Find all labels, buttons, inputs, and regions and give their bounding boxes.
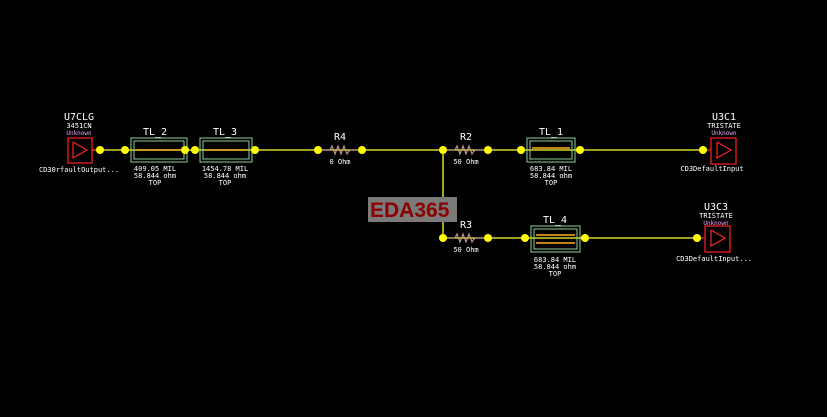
port-u7clg[interactable]: U7CLG 3451CN Unknown CD30rfaultOutput...: [39, 112, 119, 174]
resistor-icon: [445, 144, 486, 156]
node-dot[interactable]: [581, 234, 589, 242]
connection-nodes: [96, 146, 707, 242]
tline-name: TL_1: [539, 127, 563, 138]
resistor-icon: [445, 232, 486, 244]
tline-name: TL_2: [143, 127, 167, 138]
tline-layer: TOP: [149, 179, 162, 187]
node-dot[interactable]: [121, 146, 129, 154]
port-pin: CD30rfaultOutput...: [39, 166, 119, 174]
buffer-triangle-icon: [72, 141, 89, 160]
node-dot[interactable]: [693, 234, 701, 242]
tline-tl1[interactable]: TL_1 683.84 MIL 58.844 ohm TOP: [526, 127, 576, 187]
tline-length: 683.84 MIL: [530, 165, 572, 173]
node-dot[interactable]: [484, 234, 492, 242]
resistor-r4[interactable]: R4 0 Ohm: [320, 132, 360, 166]
resistor-r2[interactable]: R2 50 Ohm: [445, 132, 486, 166]
node-dot[interactable]: [358, 146, 366, 154]
port-status: Unknown: [66, 130, 92, 137]
resistor-value: 0 Ohm: [329, 158, 350, 166]
tline-impedance: 58.844 ohm: [134, 172, 176, 180]
receiver-icon: [710, 137, 737, 165]
tline-name: TL_3: [213, 127, 237, 138]
tline-length: 409.05 MIL: [134, 165, 176, 173]
tline-icon: [530, 225, 581, 253]
resistor-icon: [320, 144, 360, 156]
port-ref: U7CLG: [64, 112, 94, 123]
node-dot[interactable]: [439, 146, 447, 154]
tline-impedance: 58.844 ohm: [530, 172, 572, 180]
node-dot[interactable]: [191, 146, 199, 154]
node-dot[interactable]: [576, 146, 584, 154]
watermark: EDA365: [368, 197, 457, 222]
tline-tl2[interactable]: TL_2 409.05 MIL 58.844 ohm TOP: [130, 127, 188, 187]
resistor-name: R2: [460, 132, 472, 143]
port-status: Unknown: [703, 220, 729, 227]
port-pin: CD3DefaultInput: [680, 165, 743, 173]
node-dot[interactable]: [517, 146, 525, 154]
tline-name: TL_4: [543, 215, 567, 226]
tline-tl3[interactable]: TL_3 1454.78 MIL 58.844 ohm TOP: [199, 127, 253, 187]
tline-length: 1454.78 MIL: [202, 165, 248, 173]
node-dot[interactable]: [314, 146, 322, 154]
receiver-icon: [704, 225, 731, 253]
tline-layer: TOP: [549, 270, 562, 278]
port-pin: CD3DefaultInput...: [676, 255, 752, 263]
port-model: 3451CN: [66, 122, 91, 130]
port-u3c1[interactable]: U3C1 TRISTATE Unknown CD3DefaultInput: [680, 112, 743, 173]
node-dot[interactable]: [521, 234, 529, 242]
port-u3c3[interactable]: U3C3 TRISTATE Unknown CD3DefaultInput...: [676, 202, 752, 263]
port-ref: U3C3: [704, 202, 728, 213]
resistor-value: 50 Ohm: [453, 158, 478, 166]
port-ref: U3C1: [712, 112, 736, 123]
port-model: TRISTATE: [699, 212, 733, 220]
tline-tl4[interactable]: TL_4 683.84 MIL 58.844 ohm TOP: [530, 215, 581, 278]
port-status: Unknown: [711, 130, 737, 137]
tline-layer: TOP: [545, 179, 558, 187]
node-dot[interactable]: [251, 146, 259, 154]
resistor-name: R4: [334, 132, 346, 143]
tline-length: 683.84 MIL: [534, 256, 576, 264]
node-dot[interactable]: [484, 146, 492, 154]
node-dot[interactable]: [181, 146, 189, 154]
tline-impedance: 58.844 ohm: [204, 172, 246, 180]
tline-layer: TOP: [219, 179, 232, 187]
port-model: TRISTATE: [707, 122, 741, 130]
buffer-triangle-icon: [716, 141, 733, 160]
node-dot[interactable]: [439, 234, 447, 242]
buffer-triangle-icon: [710, 229, 727, 248]
driver-icon: [67, 137, 93, 164]
tline-impedance: 58.844 ohm: [534, 263, 576, 271]
resistor-name: R3: [460, 220, 472, 231]
resistor-value: 50 Ohm: [453, 246, 478, 254]
resistor-r3[interactable]: R3 50 Ohm: [445, 220, 486, 254]
node-dot[interactable]: [96, 146, 104, 154]
watermark-text: EDA365: [370, 199, 450, 222]
tline-icon: [526, 137, 576, 163]
node-dot[interactable]: [699, 146, 707, 154]
